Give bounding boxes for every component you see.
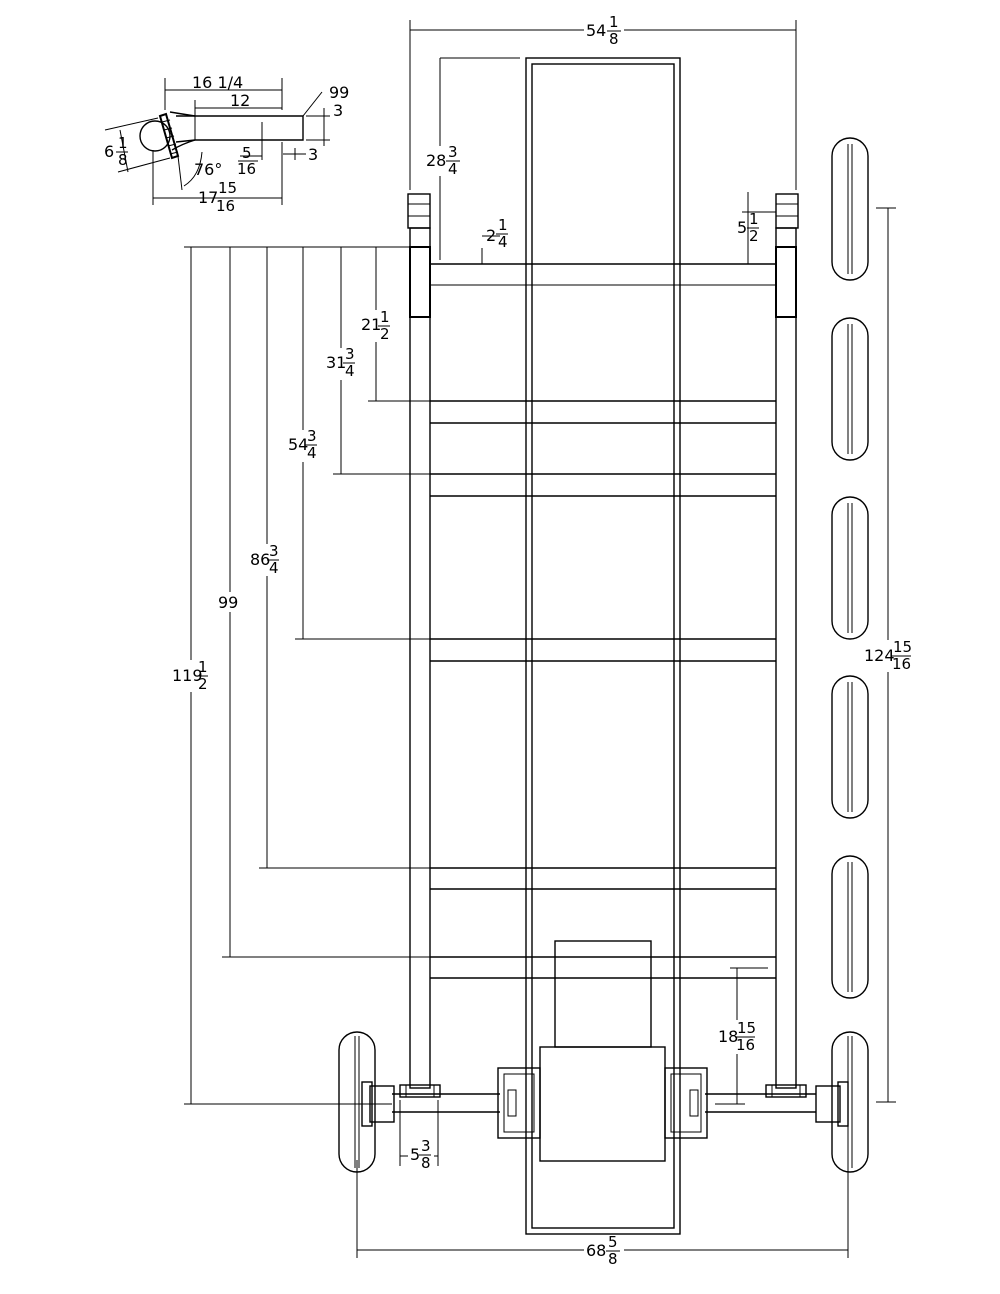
- svg-text:86: 86: [250, 550, 270, 569]
- dim-rail-height: 28 3 4: [424, 143, 462, 178]
- svg-text:3: 3: [345, 345, 355, 363]
- svg-text:28: 28: [426, 151, 446, 170]
- detail-bottom-width-whole: 17: [198, 188, 218, 207]
- center-spine-inner: [531, 63, 675, 1229]
- right-post-cap: [775, 193, 799, 229]
- detail-plate-num: 5: [242, 144, 252, 162]
- left-post-cap: [407, 193, 431, 229]
- svg-text:54: 54: [586, 21, 606, 40]
- dim-cross-5: 99: [216, 592, 244, 612]
- svg-text:8: 8: [421, 1154, 431, 1172]
- hitch-detail-view: 16 1/4 12 99 3 3 5 16: [104, 73, 349, 215]
- dim-top-width: 54 1 8: [584, 13, 624, 48]
- detail-left-height-den: 8: [118, 151, 128, 169]
- svg-text:54: 54: [288, 435, 308, 454]
- right-side-rail: [775, 227, 797, 1089]
- dim-cross-2: 31 3 4: [324, 345, 358, 380]
- svg-text:5: 5: [608, 1233, 618, 1251]
- svg-text:4: 4: [498, 233, 508, 251]
- svg-text:1: 1: [749, 210, 759, 228]
- svg-text:5: 5: [737, 218, 747, 237]
- svg-text:15: 15: [737, 1019, 756, 1037]
- detail-left-height-whole: 6: [104, 142, 114, 161]
- svg-text:1: 1: [380, 308, 390, 326]
- dim-rail-offset: 2 1 4: [486, 216, 508, 251]
- svg-text:8: 8: [609, 30, 619, 48]
- detail-inner-width-label: 12: [230, 91, 250, 110]
- detail-top-width-label: 16 1/4: [192, 73, 243, 92]
- svg-text:4: 4: [269, 559, 279, 577]
- dim-hub-width: 5 3 8: [408, 1137, 434, 1172]
- svg-text:3: 3: [307, 427, 317, 445]
- detail-bottom-width-den: 16: [216, 197, 235, 215]
- svg-text:4: 4: [448, 160, 458, 178]
- svg-text:16: 16: [736, 1036, 755, 1054]
- detail-left-height-num: 1: [118, 134, 128, 152]
- dimension-labels: 54 1 8 28 3 4 2 1 4 5 1 2: [170, 13, 914, 1268]
- dim-overall-length: 119 1 2: [170, 658, 210, 693]
- svg-text:5: 5: [410, 1145, 420, 1164]
- detail-bottom-width-num: 15: [218, 179, 237, 197]
- coupler-circle: [139, 120, 171, 152]
- svg-text:2: 2: [486, 226, 496, 245]
- svg-text:124: 124: [864, 646, 895, 665]
- detail-thickness-a-label: 3: [333, 101, 343, 120]
- svg-text:8: 8: [608, 1250, 618, 1268]
- dim-cross-3: 54 3 4: [286, 427, 320, 462]
- svg-text:2: 2: [380, 325, 390, 343]
- left-side-rail: [409, 227, 431, 1089]
- svg-text:2: 2: [749, 227, 759, 245]
- svg-text:21: 21: [361, 315, 381, 334]
- svg-text:15: 15: [893, 638, 912, 656]
- dim-bottom-width: 68 5 8: [584, 1233, 624, 1268]
- svg-text:1: 1: [198, 658, 208, 676]
- svg-text:1: 1: [609, 13, 619, 31]
- main-frame: [338, 57, 869, 1235]
- cross-members: [430, 263, 776, 979]
- detail-thickness-b-label: 3: [308, 145, 318, 164]
- motor-housing-lower: [539, 1046, 666, 1162]
- svg-text:119: 119: [172, 666, 203, 685]
- dim-cross-4: 86 3 4: [248, 542, 282, 577]
- svg-text:4: 4: [345, 362, 355, 380]
- svg-text:3: 3: [421, 1137, 431, 1155]
- center-spine-outer: [525, 57, 681, 1235]
- svg-text:2: 2: [198, 675, 208, 693]
- svg-text:99: 99: [218, 593, 238, 612]
- left-bracket: [409, 246, 431, 318]
- dim-cross-1: 21 1 2: [360, 308, 392, 343]
- svg-text:16: 16: [892, 655, 911, 673]
- svg-text:3: 3: [269, 542, 279, 560]
- dim-post-height: 5 1 2: [737, 210, 759, 245]
- svg-text:3: 3: [448, 143, 458, 161]
- dim-deck-length: 124 15 16: [862, 638, 914, 673]
- detail-plate-den: 16: [237, 160, 256, 178]
- svg-text:4: 4: [307, 444, 317, 462]
- svg-text:31: 31: [326, 353, 346, 372]
- right-wheel: [831, 1031, 869, 1173]
- svg-text:68: 68: [586, 1241, 606, 1260]
- right-bracket: [775, 246, 797, 318]
- dim-axle-drop: 18 15 16: [716, 1019, 758, 1054]
- spare-wheels-column: [831, 137, 869, 999]
- axle-assembly: [361, 1067, 849, 1139]
- svg-text:18: 18: [718, 1027, 738, 1046]
- detail-angle-label: 76°: [194, 160, 222, 179]
- svg-text:1: 1: [498, 216, 508, 234]
- detail-ref-label: 99: [329, 83, 349, 102]
